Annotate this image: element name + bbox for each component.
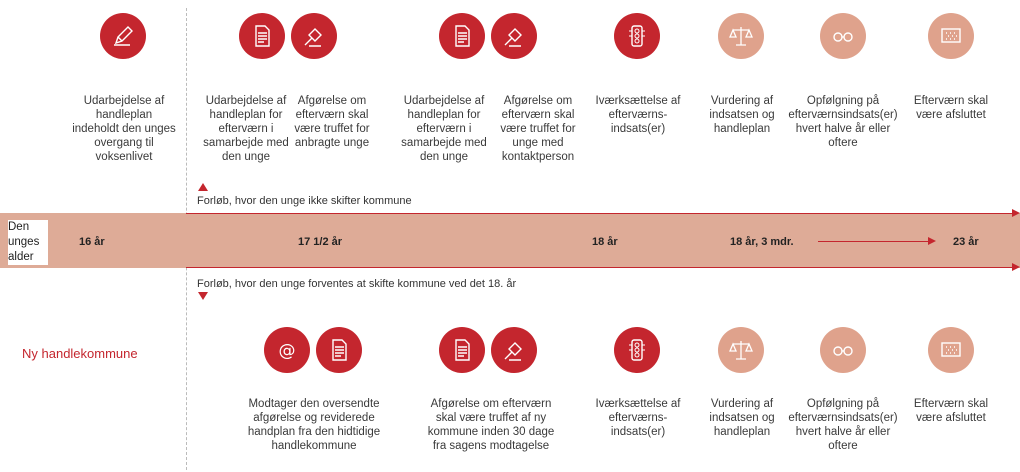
flag-icon <box>928 13 974 59</box>
bottom-step-5-label: Opfølgning på efterværnsindsats(er) hver… <box>788 398 898 452</box>
at-sign-icon: @ <box>264 327 310 373</box>
traffic-light-icon <box>614 327 660 373</box>
document-icon <box>439 13 485 59</box>
bottom-step-6-label: Efterværn skal være afsluttet <box>913 398 989 424</box>
down-marker <box>198 292 208 300</box>
age-18: 18 år <box>592 236 618 248</box>
gavel-icon <box>491 13 537 59</box>
top-step-4-label: Udarbejdelse af handleplan for efterværn… <box>401 95 487 163</box>
gavel-icon <box>491 327 537 373</box>
top-step-3-label: Afgørelse om efterværn skal være truffet… <box>294 95 370 149</box>
top-step-6-label: Iværksættelse af efterværns-indsats(er) <box>595 95 681 135</box>
bottom-step-3-label: Iværksættelse af efterværns-indsats(er) <box>595 398 681 438</box>
scales-icon <box>718 13 764 59</box>
traffic-light-icon <box>614 13 660 59</box>
top-step-1-label: Udarbejdelse af handleplan indeholdt den… <box>72 95 176 163</box>
document-icon <box>239 13 285 59</box>
document-icon <box>316 327 362 373</box>
age-span-line <box>818 241 928 242</box>
age-16: 16 år <box>79 236 105 248</box>
age-18-3: 18 år, 3 mdr. <box>730 236 794 248</box>
new-municipality-title: Ny handlekommune <box>22 346 138 361</box>
top-step-9-label: Efterværn skal være afsluttet <box>913 95 989 121</box>
lower-route-line <box>186 267 1012 268</box>
up-marker <box>198 183 208 191</box>
bottom-step-4-label: Vurdering af indsatsen og handleplan <box>709 398 775 438</box>
age-axis-label: Den unges alder <box>8 220 48 265</box>
glasses-icon <box>820 327 866 373</box>
top-step-7-label: Vurdering af indsatsen og handleplan <box>709 95 775 135</box>
top-step-8-label: Opfølgning på efterværnsindsats(er) hver… <box>788 95 898 149</box>
age-23: 23 år <box>953 236 979 248</box>
upper-route-note: Forløb, hvor den unge ikke skifter kommu… <box>197 195 412 207</box>
top-step-5-label: Afgørelse om efterværn skal være truffet… <box>500 95 576 163</box>
glasses-icon <box>820 13 866 59</box>
flag-icon <box>928 327 974 373</box>
top-step-2-label: Udarbejdelse af handleplan for efterværn… <box>203 95 289 163</box>
age-17-5: 17 1/2 år <box>298 236 343 248</box>
upper-route-line <box>186 213 1012 214</box>
bottom-step-2-label: Afgørelse om efterværn skal være truffet… <box>427 398 555 452</box>
lower-route-note: Forløb, hvor den unge forventes at skift… <box>197 278 517 290</box>
age-span-arrowhead <box>928 237 936 245</box>
pencil-icon <box>100 13 146 59</box>
scales-icon <box>718 327 764 373</box>
document-icon <box>439 327 485 373</box>
upper-route-arrowhead <box>1012 209 1020 217</box>
svg-text:@: @ <box>279 341 296 361</box>
age-timeline-band <box>0 213 1020 268</box>
gavel-icon <box>291 13 337 59</box>
bottom-step-1-label: Modtager den oversendte afgørelse og rev… <box>247 398 381 452</box>
lower-route-arrowhead <box>1012 263 1020 271</box>
